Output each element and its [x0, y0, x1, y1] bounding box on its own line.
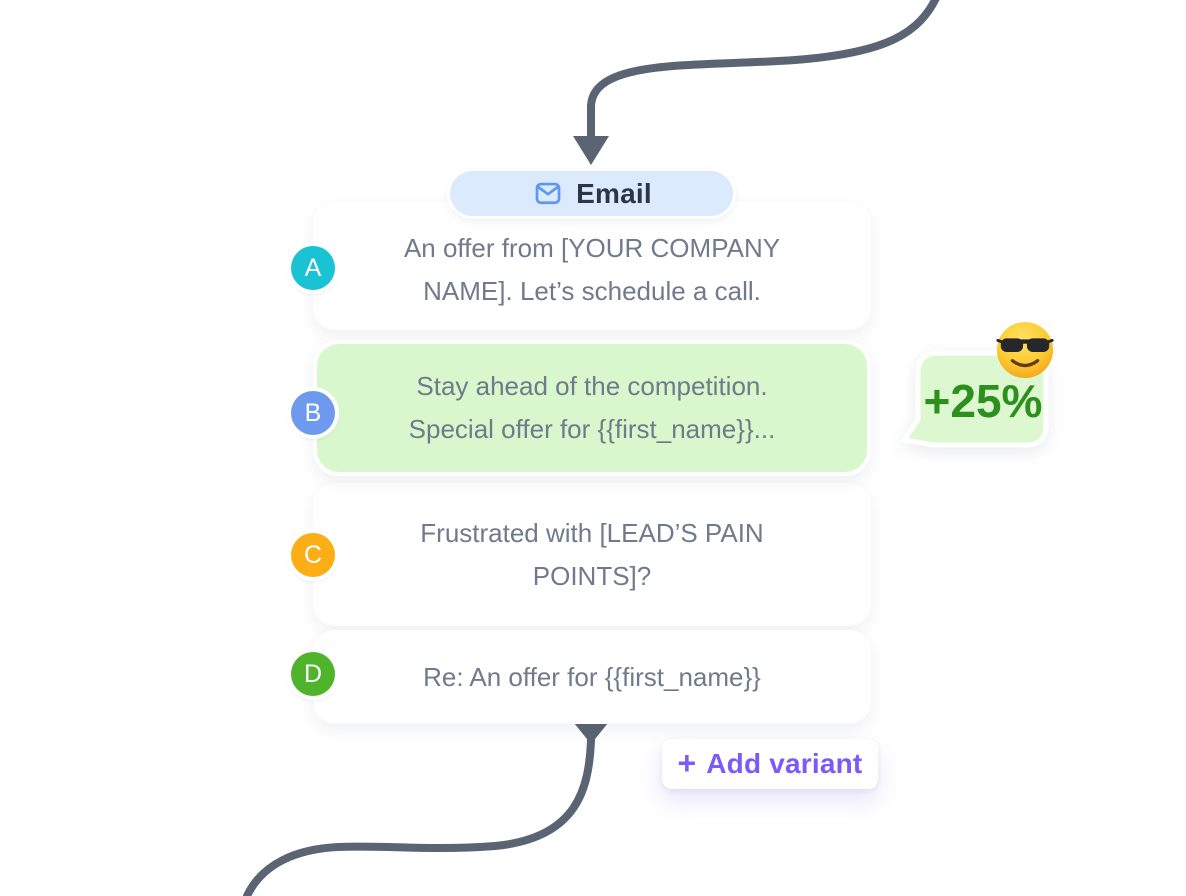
variant-badge-a: A	[291, 246, 335, 290]
variant-card-b[interactable]: Stay ahead of the competition. Special o…	[313, 340, 871, 476]
plus-icon: +	[677, 744, 697, 781]
email-node-header[interactable]: Email	[450, 171, 733, 216]
variant-card-a[interactable]: An offer from [YOUR COMPANY NAME]. Let’s…	[313, 202, 871, 330]
variant-card-d[interactable]: Re: An offer for {{first_name}}	[313, 630, 871, 724]
top-connector-line	[587, 0, 940, 142]
add-variant-label: Add variant	[706, 748, 863, 779]
uplift-callout-bubble	[901, 350, 1049, 448]
variant-badge-b: B	[291, 391, 335, 435]
envelope-icon	[531, 180, 565, 207]
variant-b-subject-text: Stay ahead of the competition. Special o…	[408, 371, 776, 444]
connector-arrowhead-icon	[573, 136, 609, 165]
variant-badge-d: D	[291, 652, 335, 696]
variant-d-subject-text: Re: An offer for {{first_name}}	[423, 661, 761, 692]
variant-card-c[interactable]: Frustrated with [LEAD’S PAIN POINTS]?	[313, 483, 871, 626]
variant-c-subject-text: Frustrated with [LEAD’S PAIN POINTS]?	[420, 517, 764, 591]
sunglasses-emoji-icon	[993, 320, 1057, 387]
bottom-connector-line	[243, 736, 595, 896]
variant-d-connector-stub	[574, 723, 608, 744]
variant-badge-c: C	[291, 533, 335, 577]
email-node-label: Email	[576, 177, 652, 209]
add-variant-button[interactable]: + Add variant	[662, 739, 878, 789]
uplift-value: +25%	[923, 375, 1043, 427]
variant-a-subject-text: An offer from [YOUR COMPANY NAME]. Let’s…	[403, 233, 781, 306]
